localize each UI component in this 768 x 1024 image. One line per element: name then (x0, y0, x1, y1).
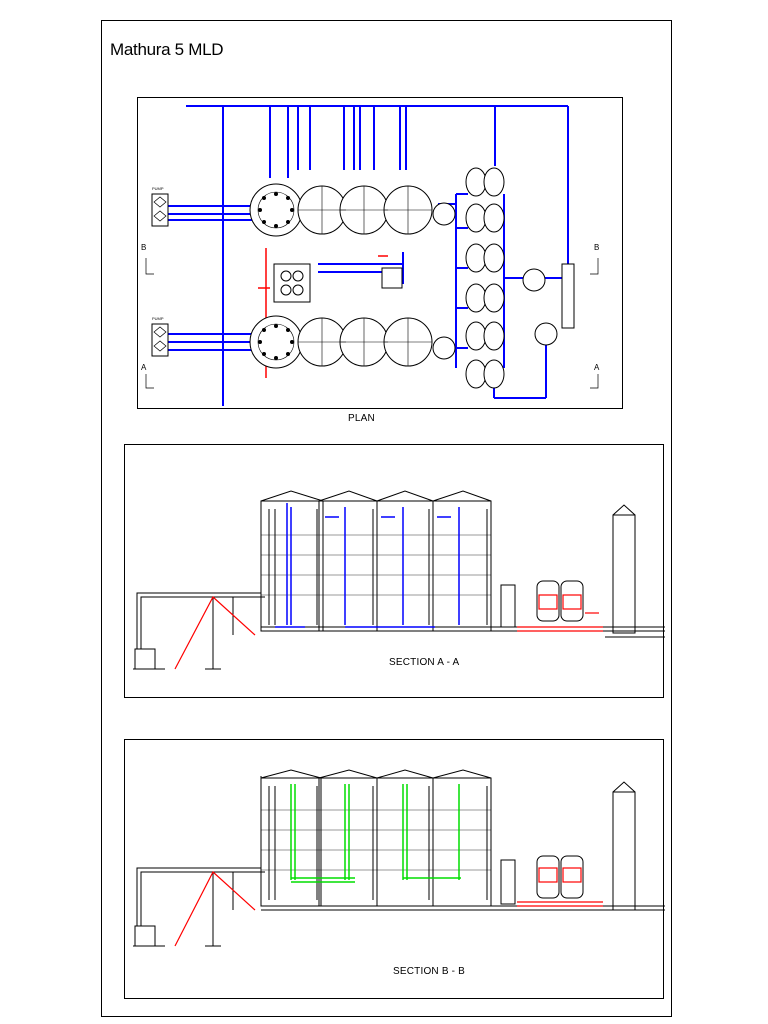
section-marker-a-right: A (594, 363, 600, 372)
flash-mixer-box (273, 263, 311, 303)
section-aa-panel (124, 444, 665, 698)
plan-panel: PUMP PUMP B A B A (137, 97, 623, 409)
blue-pipe-network (166, 105, 569, 406)
dosing-box (381, 267, 403, 289)
section-bb-panel (124, 739, 665, 999)
section-marker-b-right: B (594, 243, 599, 252)
blue-pipes-section-aa (275, 503, 460, 628)
plan-caption: PLAN (348, 413, 375, 424)
red-pipes-section-aa (174, 594, 603, 670)
section-bb-drawing (133, 769, 665, 947)
section-bb-caption: SECTION B - B (393, 966, 466, 977)
section-aa-drawing (133, 490, 665, 670)
pump-label-bottom: PUMP (152, 316, 164, 321)
pump-label-top: PUMP (152, 186, 164, 191)
section-marker-a-left: A (141, 363, 147, 372)
sheet-title: Mathura 5 MLD (110, 40, 224, 59)
drawing-sheet-border (101, 20, 672, 1017)
section-marker-b-left: B (141, 243, 146, 252)
red-pipes-section-bb (174, 867, 603, 947)
section-aa-caption: SECTION A - A (389, 657, 460, 668)
plan-drawing: PUMP PUMP B A B A (141, 105, 600, 406)
green-pipes-section-bb (290, 784, 461, 883)
